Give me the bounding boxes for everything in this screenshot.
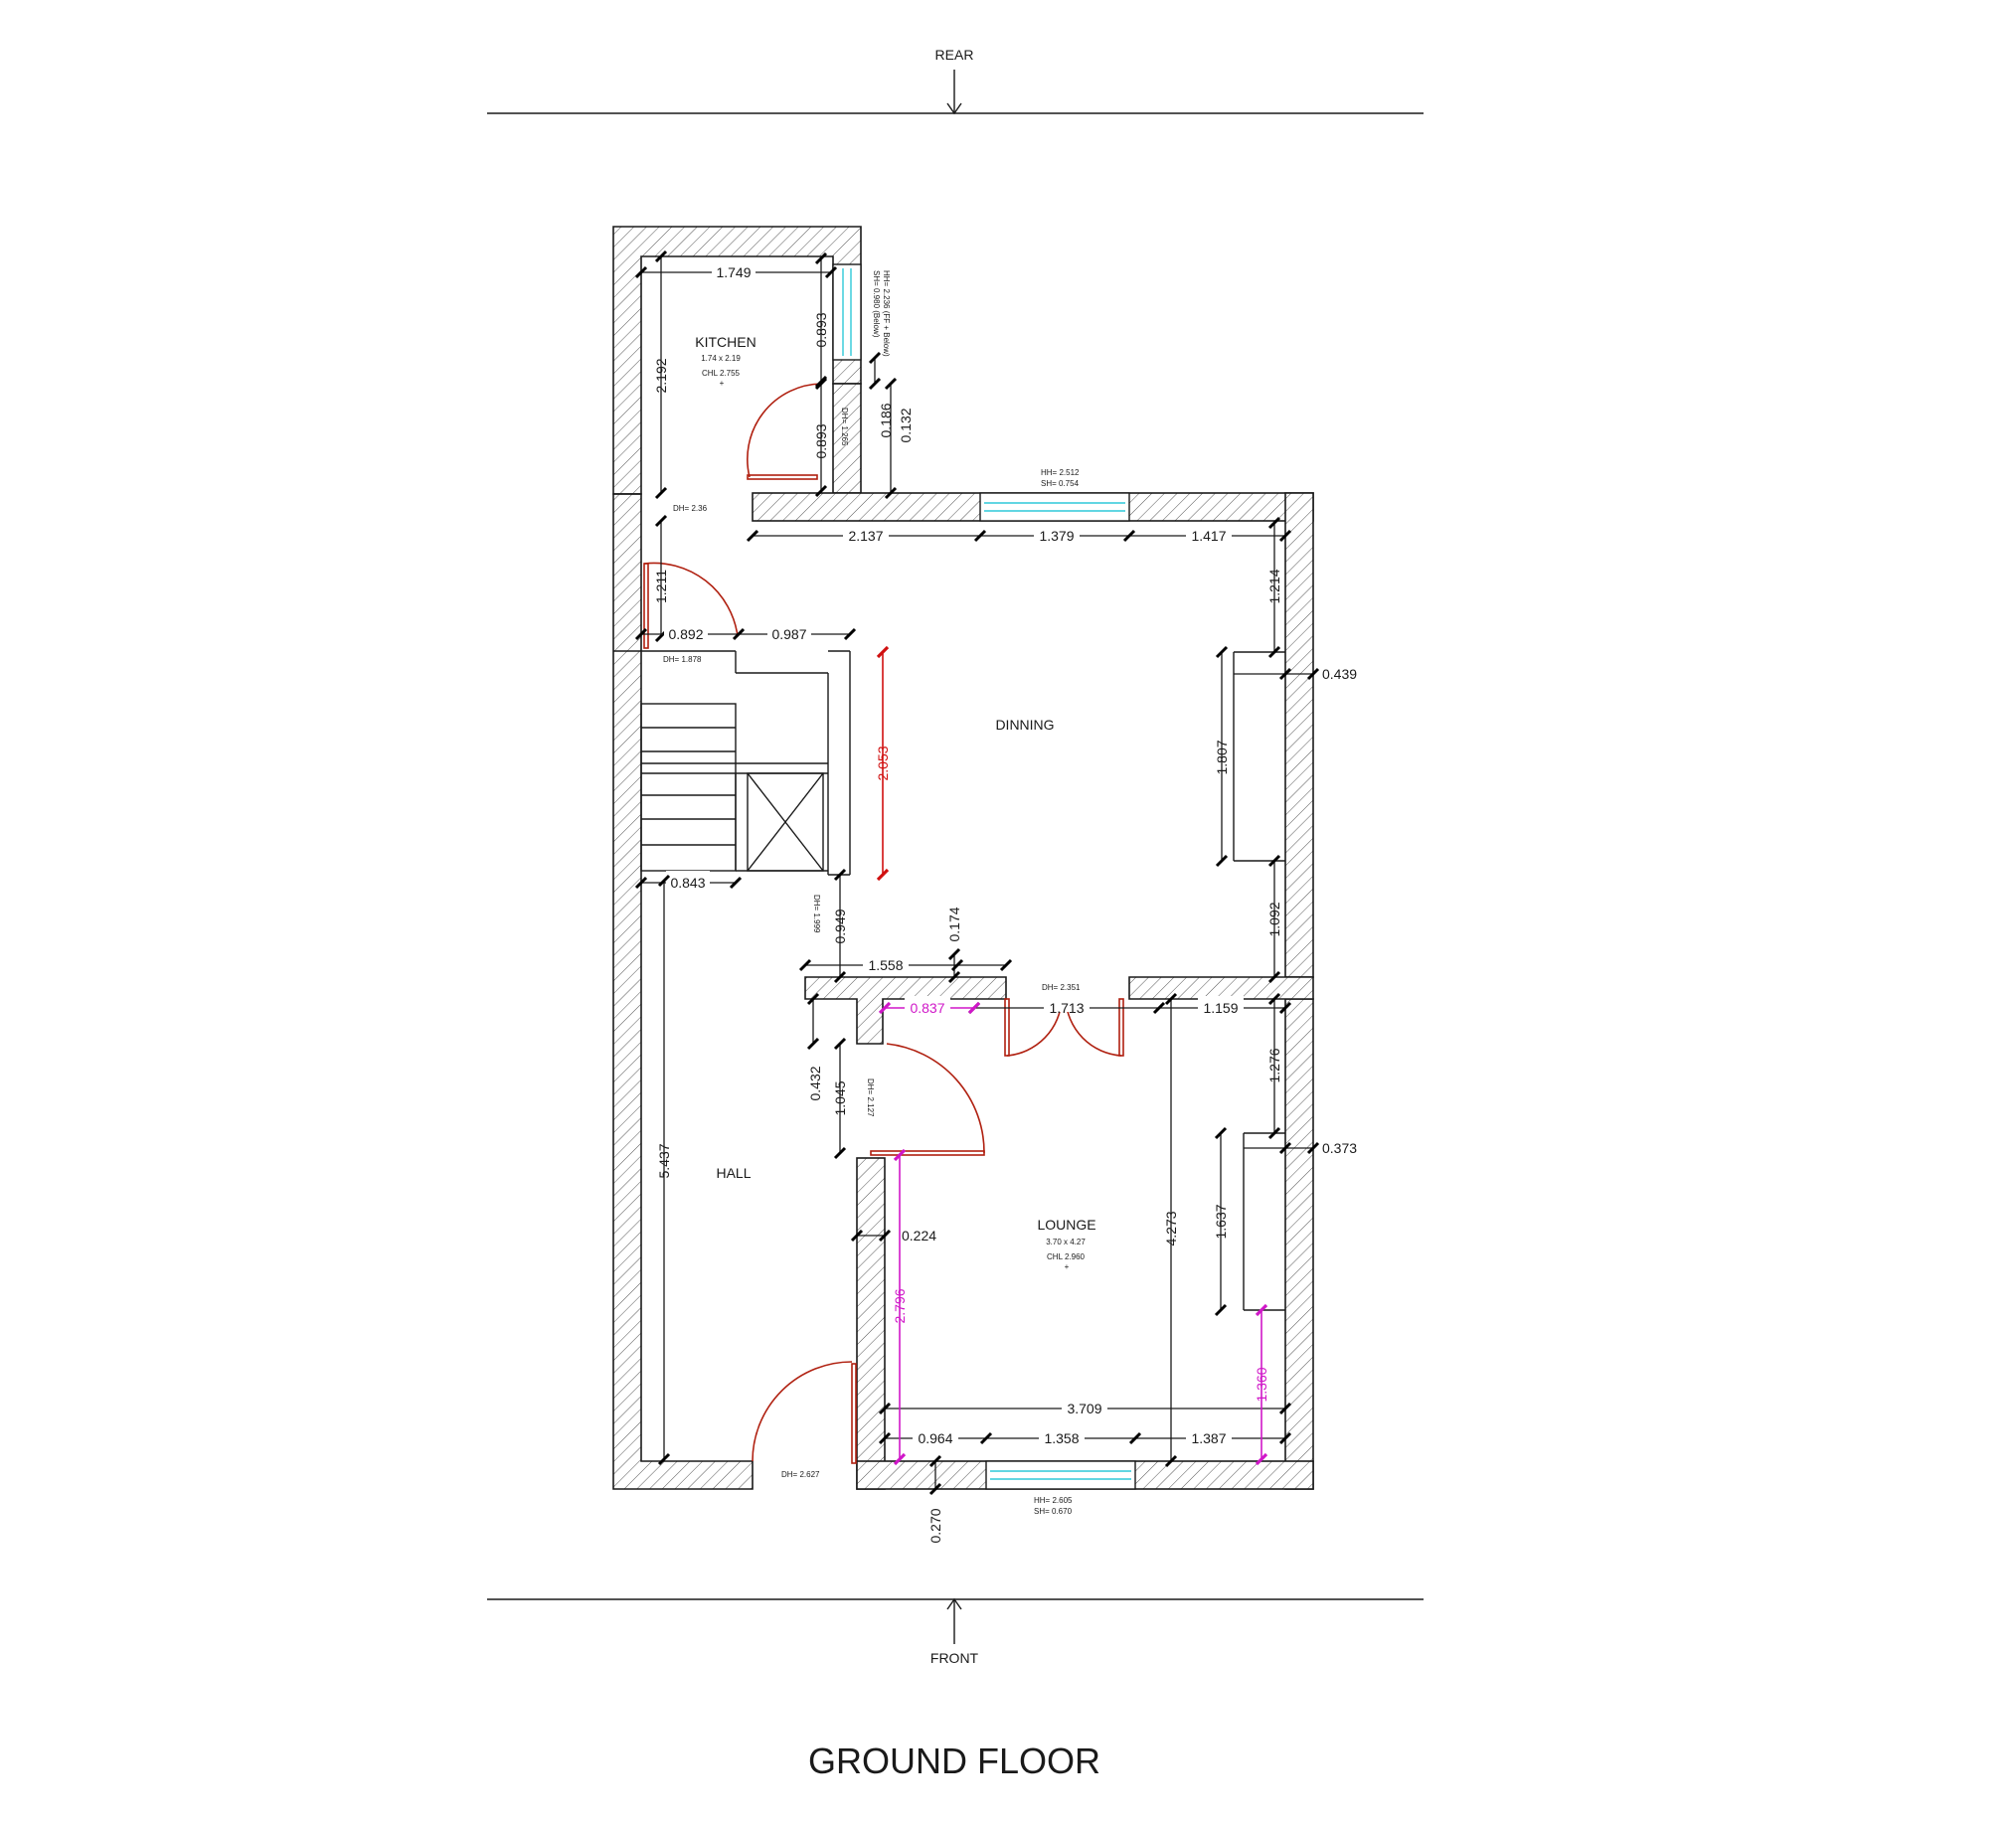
dim-1276: 1.276 [1266, 1048, 1282, 1082]
dim-3709: 3.709 [1067, 1401, 1101, 1416]
rear-marker: REAR [487, 47, 1424, 115]
dim-0186: 0.186 [878, 403, 894, 437]
dim-0843: 0.843 [670, 875, 705, 891]
dimensions-red: 2.053 [875, 645, 891, 882]
door-heights: DH= 1.265 DH= 2.36 DH= 1.878 DH= 1.999 D… [663, 408, 1081, 1479]
dim-0964: 0.964 [918, 1430, 952, 1446]
staircase [640, 703, 828, 872]
dim-0174: 0.174 [946, 907, 962, 941]
dim-0893-lower: 0.893 [813, 423, 829, 458]
dim-1092: 1.092 [1266, 902, 1282, 936]
dim-1749: 1.749 [716, 264, 751, 280]
dim-5437: 5.437 [656, 1143, 672, 1178]
dim-1379: 1.379 [1039, 528, 1074, 544]
dim-1214: 1.214 [1266, 569, 1282, 603]
lounge-chl: CHL 2.960 [1047, 1252, 1086, 1261]
kitchen-name: KITCHEN [695, 334, 756, 350]
dh-2627: DH= 2.627 [781, 1470, 820, 1479]
front-marker: FRONT [487, 1597, 1424, 1666]
dh-1999: DH= 1.999 [812, 895, 821, 933]
dim-1558: 1.558 [868, 957, 903, 973]
dim-0373: 0.373 [1322, 1140, 1357, 1156]
dh-2127: DH= 2.127 [866, 1078, 875, 1117]
dinning-window: HH= 2.512 SH= 0.754 [979, 468, 1130, 522]
dim-2053: 2.053 [875, 746, 891, 780]
dim-2192: 2.192 [653, 358, 669, 393]
dim-1387: 1.387 [1191, 1430, 1226, 1446]
dim-2796: 2.796 [892, 1288, 908, 1323]
dim-1637: 1.637 [1213, 1204, 1229, 1239]
kitchen-size: 1.74 x 2.19 [701, 354, 741, 363]
dim-1211: 1.211 [653, 570, 669, 603]
dim-1360: 1.360 [1254, 1367, 1269, 1402]
dh-1878: DH= 1.878 [663, 655, 702, 664]
walls [612, 226, 1314, 1490]
dinning-window-hh: HH= 2.512 [1041, 468, 1080, 477]
dim-0270: 0.270 [927, 1508, 943, 1543]
rear-label: REAR [935, 47, 974, 63]
dim-0949: 0.949 [832, 909, 848, 943]
kitchen-window-sh: SH= 0.980 (Below) [872, 270, 881, 338]
dim-1159: 1.159 [1203, 1000, 1238, 1016]
dim-0987: 0.987 [771, 626, 806, 642]
dim-0893-upper: 0.893 [813, 312, 829, 347]
dim-0439: 0.439 [1322, 666, 1357, 682]
dim-1713: 1.713 [1049, 1000, 1084, 1016]
lounge-window-sh: SH= 0.670 [1034, 1507, 1073, 1516]
lounge-size: 3.70 x 4.27 [1046, 1238, 1086, 1246]
kitchen-mark: + [720, 379, 725, 388]
front-label: FRONT [930, 1650, 979, 1666]
lounge-window-hh: HH= 2.605 [1034, 1496, 1073, 1505]
dim-1807: 1.807 [1214, 740, 1230, 774]
dim-1045: 1.045 [832, 1080, 848, 1115]
inner-lines [613, 493, 1285, 1311]
dim-0224: 0.224 [902, 1228, 936, 1243]
plan-title: GROUND FLOOR [808, 1740, 1100, 1781]
lounge-name: LOUNGE [1037, 1217, 1095, 1233]
dim-0132: 0.132 [898, 408, 914, 442]
lounge-window: HH= 2.605 SH= 0.670 [985, 1460, 1136, 1516]
dinning-label: DINNING [995, 717, 1054, 733]
dim-0837: 0.837 [910, 1000, 944, 1016]
hall-label: HALL [716, 1165, 751, 1181]
kitchen-chl: CHL 2.755 [702, 369, 741, 378]
dh-2351: DH= 2.351 [1042, 983, 1081, 992]
kitchen-label: KITCHEN 1.74 x 2.19 CHL 2.755 + [695, 334, 756, 388]
dimensions-black: 1.749 0.893 2.192 0.893 0.186 0.132 2.13… [634, 249, 1357, 1544]
dim-1358: 1.358 [1044, 1430, 1079, 1446]
dim-4273: 4.273 [1163, 1211, 1179, 1245]
dim-2137: 2.137 [848, 528, 883, 544]
dh-236: DH= 2.36 [673, 504, 708, 513]
lounge-label: LOUNGE 3.70 x 4.27 CHL 2.960 + [1037, 1217, 1095, 1271]
dim-0432: 0.432 [807, 1066, 823, 1100]
kitchen-window-hh: HH= 2.236 (FF + Below) [882, 270, 891, 357]
dim-0892: 0.892 [668, 626, 703, 642]
lounge-mark: + [1065, 1262, 1070, 1271]
dim-1417: 1.417 [1191, 528, 1226, 544]
kitchen-window: HH= 2.236 (FF + Below) SH= 0.980 (Below) [832, 263, 891, 361]
dh-1265: DH= 1.265 [840, 408, 849, 446]
dimensions-magenta: 0.837 2.796 1.360 [878, 996, 1269, 1466]
dinning-window-sh: SH= 0.754 [1041, 479, 1080, 488]
